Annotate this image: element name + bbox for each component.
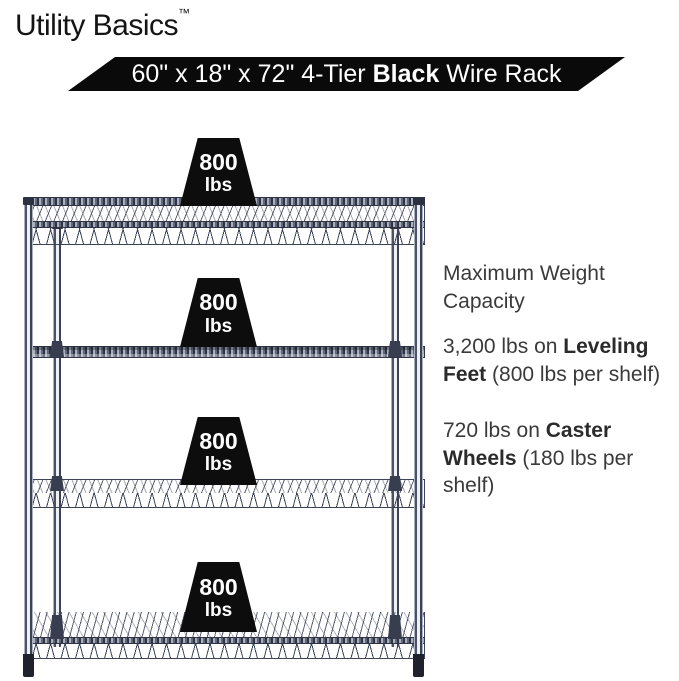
weight-badge-tier-2: 800 lbs: [180, 278, 257, 347]
info-bold-term: Caster Wheels: [443, 418, 612, 470]
rack-post-front-left: [23, 197, 34, 657]
info-suffix: (800 lbs per shelf): [486, 363, 661, 387]
shelf-sleeve: [388, 615, 402, 639]
weight-badge-tier-1: 800 lbs: [180, 138, 257, 206]
brand-logo: Utility Basics™: [15, 6, 190, 43]
info-item-caster-wheels: 720 lbs on Caster Wheels (180 lbs per sh…: [443, 417, 671, 500]
info-heading: Maximum Weight Capacity: [443, 262, 605, 313]
shelf-truss: [24, 228, 425, 245]
shelf-sleeve: [388, 341, 402, 357]
shelf-truss: [24, 493, 425, 508]
post-cap: [413, 197, 424, 205]
brand-name: Utility Basics: [15, 9, 179, 42]
trademark-symbol: ™: [178, 6, 191, 20]
leveling-foot-left: [23, 654, 34, 677]
banner-size-text: 60" x 18" x 72" 4-Tier: [131, 59, 373, 88]
info-item-leveling-feet: 3,200 lbs on Leveling Feet (800 lbs per …: [443, 333, 671, 388]
weight-value: 800: [199, 148, 238, 175]
weight-value: 800: [199, 573, 238, 600]
rack-shelf-2: [24, 346, 425, 358]
shelf-sleeve: [50, 341, 64, 357]
weight-unit: lbs: [204, 454, 233, 476]
post-cap: [23, 197, 34, 205]
shelf-sleeve: [50, 615, 64, 639]
info-suffix: (180 lbs per shelf): [443, 446, 634, 498]
shelf-truss: [24, 644, 425, 659]
weight-badge-tier-3: 800 lbs: [180, 417, 257, 485]
info-prefix: 3,200 lbs on: [443, 335, 564, 359]
rack-post-front-right: [413, 197, 424, 657]
shelf-mesh: [24, 206, 425, 221]
banner-suffix-text: Wire Rack: [439, 59, 562, 88]
weight-capacity-info: Maximum Weight Capacity 3,200 lbs on Lev…: [443, 260, 671, 528]
weight-value: 800: [199, 427, 238, 454]
info-prefix: 720 lbs on: [443, 418, 546, 442]
shelf-sleeve: [388, 476, 402, 491]
shelf-rail: [24, 346, 425, 358]
title-banner: 60" x 18" x 72" 4-Tier Black Wire Rack: [68, 57, 625, 91]
weight-value: 800: [199, 289, 238, 316]
rack-post-back-left: [52, 221, 63, 647]
weight-unit: lbs: [204, 315, 233, 337]
weight-unit: lbs: [204, 175, 233, 197]
banner-color-text: Black: [372, 59, 440, 88]
rack-post-back-right: [390, 221, 401, 647]
leveling-foot-right: [413, 654, 424, 677]
info-bold-term: Leveling Feet: [443, 335, 649, 387]
shelf-rail: [24, 221, 425, 228]
shelf-sleeve: [50, 476, 64, 491]
weight-badge-tier-4: 800 lbs: [180, 562, 257, 632]
weight-unit: lbs: [204, 600, 233, 622]
shelf-rail: [24, 637, 425, 644]
